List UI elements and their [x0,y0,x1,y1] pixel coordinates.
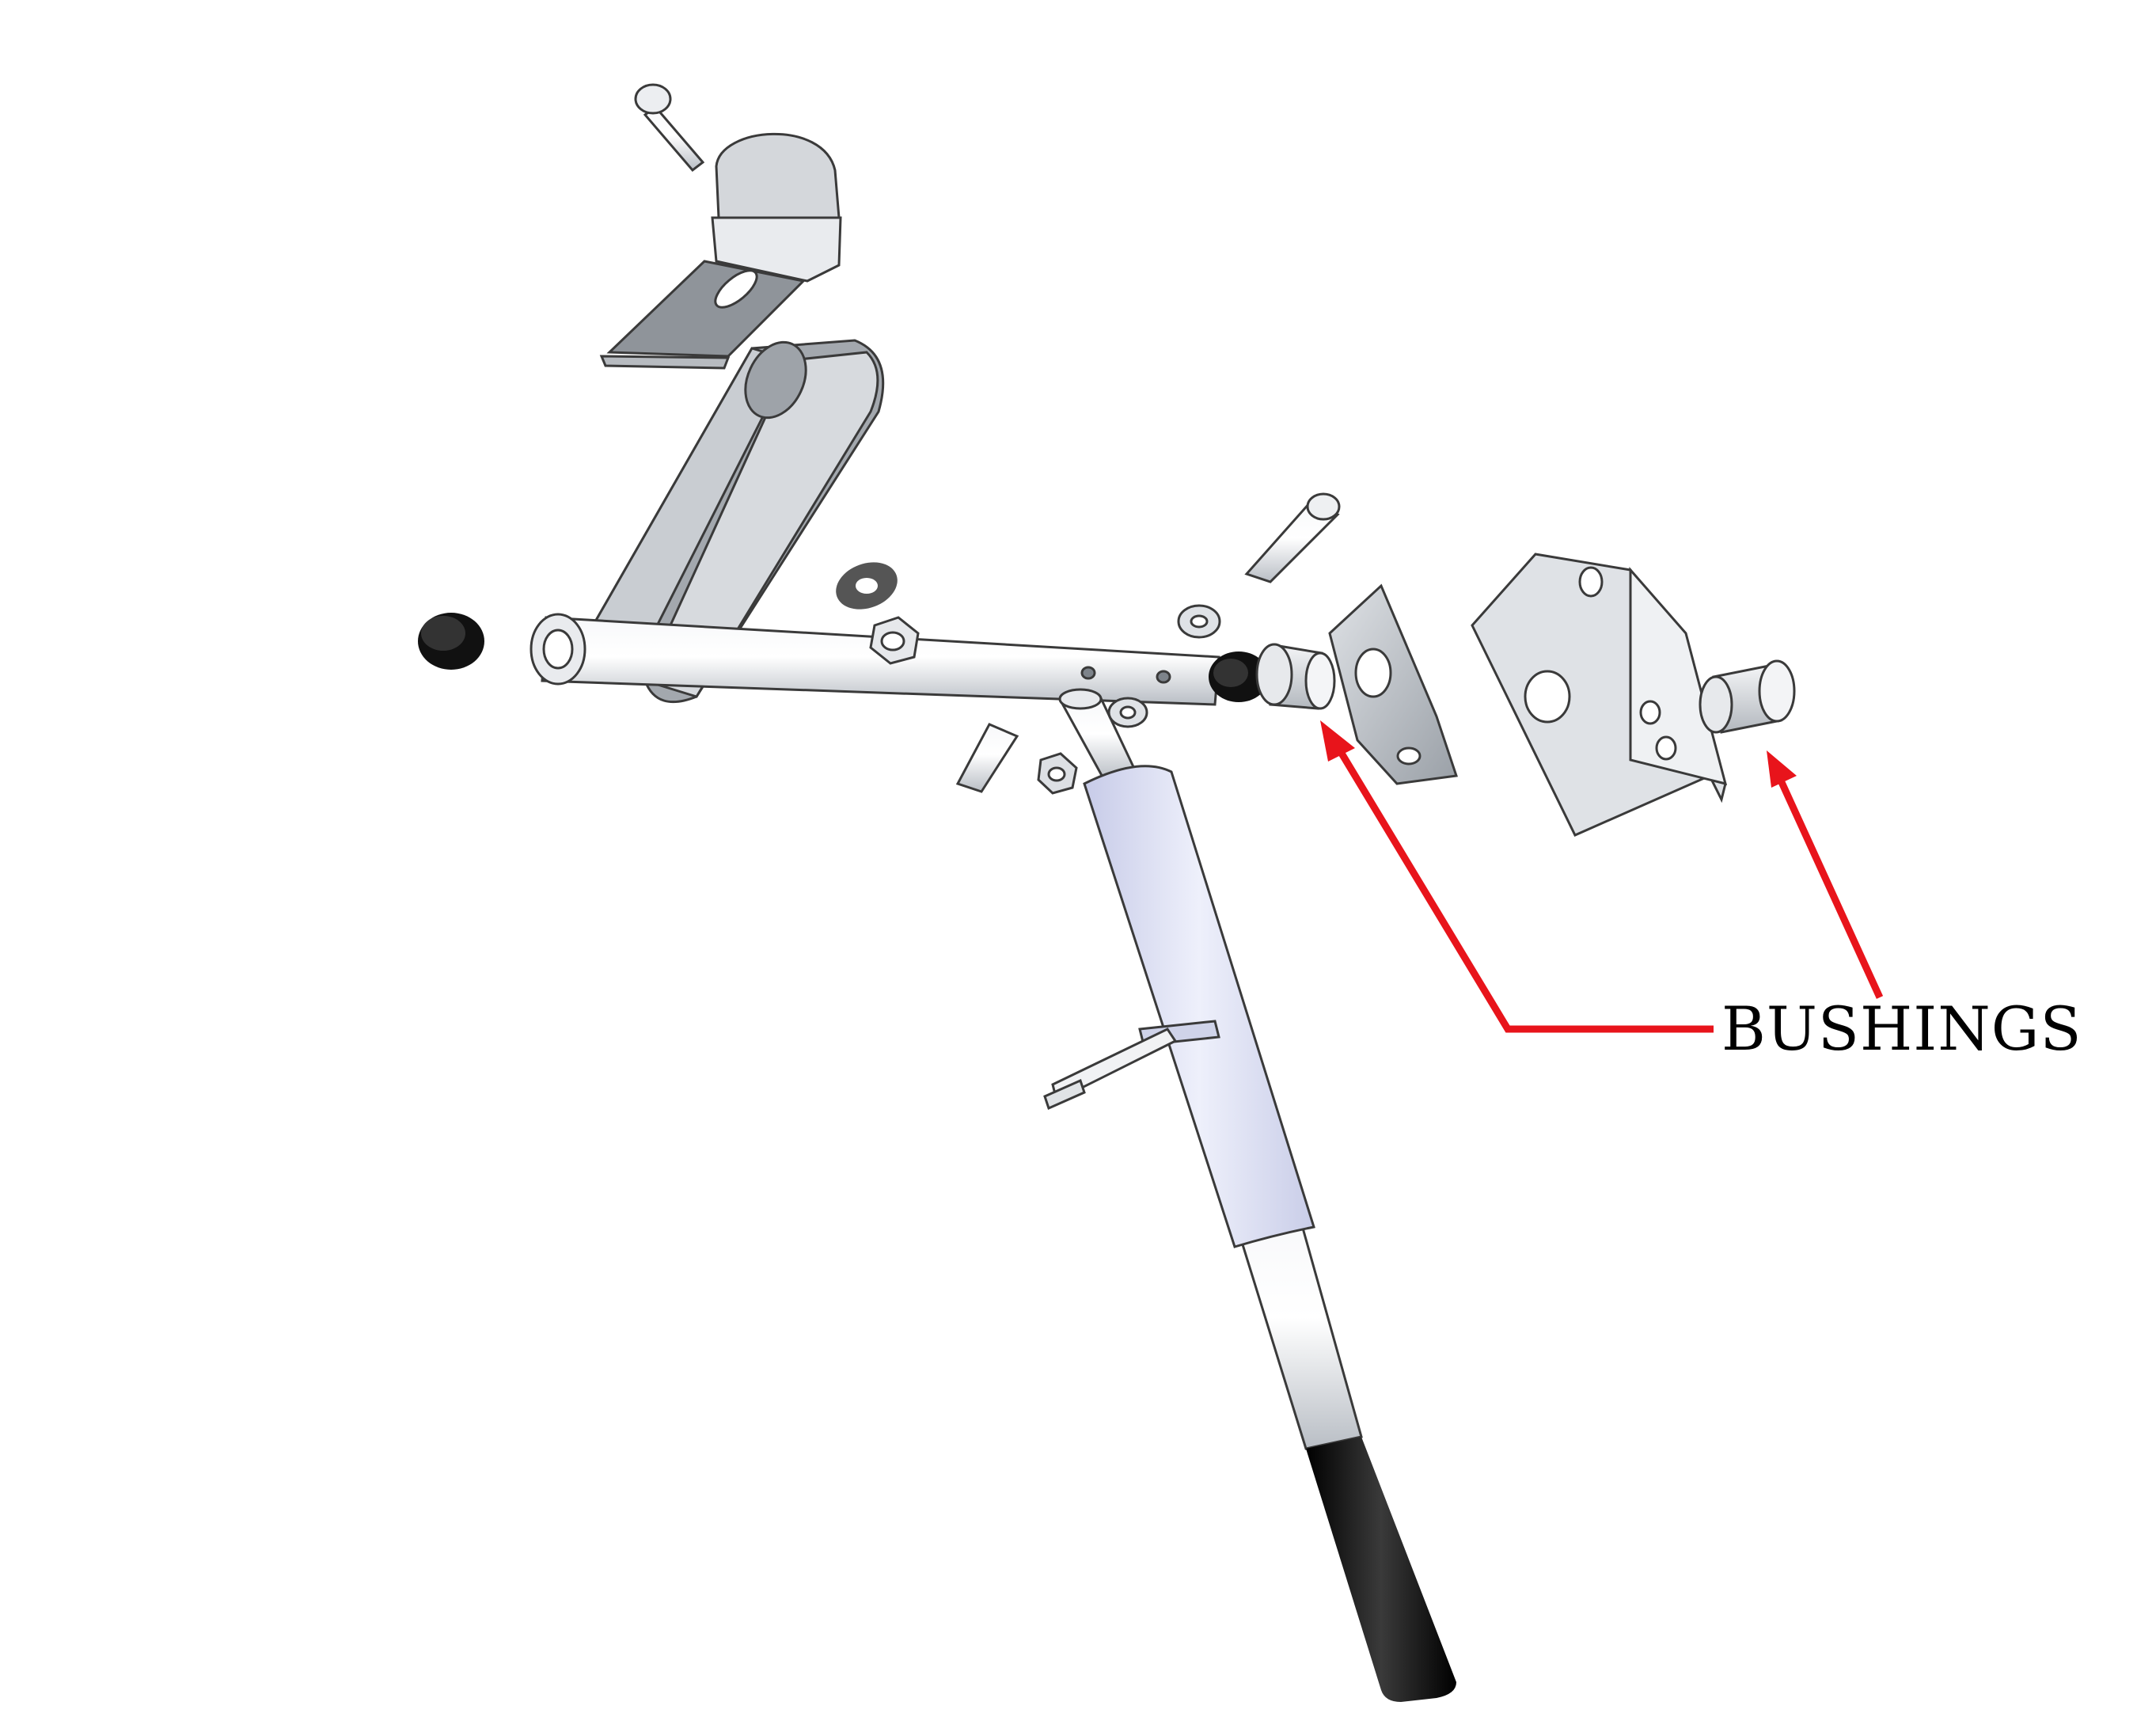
small-mounting-plate [1328,583,1458,785]
hex-nut [869,616,920,665]
lever-grip [1306,1437,1456,1702]
lower-nut [1037,752,1078,795]
swing-arm-channel [579,339,885,704]
bushing-1 [1255,643,1336,710]
lower-pin [955,723,1019,793]
lever-sleeve [1083,765,1315,1248]
washer-right [1177,604,1221,639]
bushing-2 [1699,659,1796,734]
upper-right-pin [1244,492,1341,583]
callout-arrowheads [1320,720,1797,788]
right-rubber-cap [1209,651,1269,702]
large-l-bracket [1471,553,1728,837]
washer-left [836,562,898,610]
top-saddle-bracket [599,132,842,370]
top-pin [634,83,705,173]
lower-washer [1107,697,1148,728]
cross-tube [530,613,1220,706]
left-rubber-cap [418,613,484,670]
bushings-callout-lines [1330,738,1884,1033]
bushings-callout-label: BUSHINGS [1721,993,2082,1064]
side-spring-pin [1043,1028,1178,1111]
